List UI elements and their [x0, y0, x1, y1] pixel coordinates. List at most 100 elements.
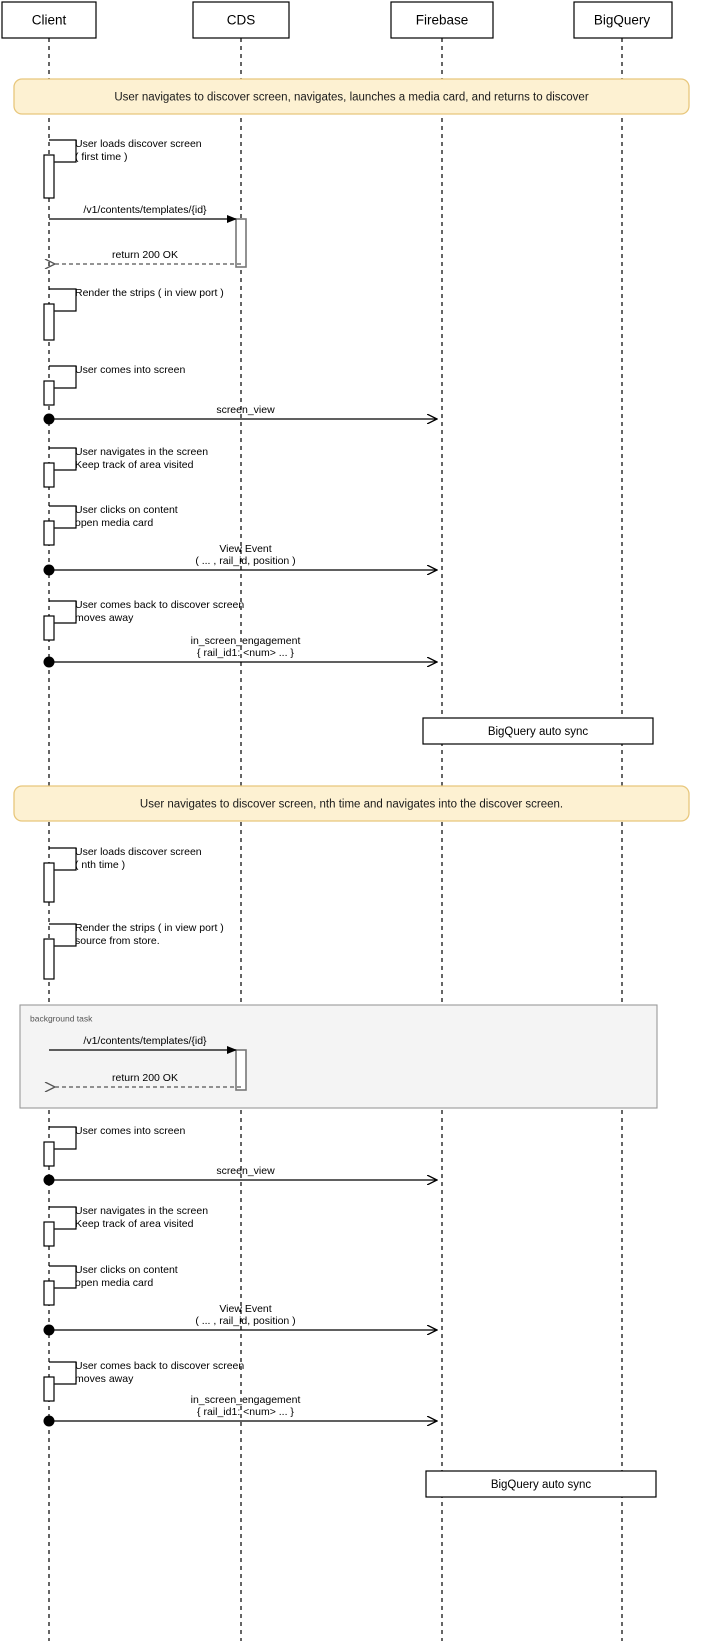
- activations-layer: User loads discover screen( first time )…: [43, 138, 247, 1402]
- msg-3: screen_view: [43, 404, 438, 425]
- sm-1-label-0: User loads discover screen: [75, 138, 202, 150]
- act-cds-2: [235, 1049, 247, 1091]
- sm-8: Render the strips ( in view port )source…: [43, 922, 224, 980]
- msg-5: in_screen_engagement{ rail_id1: <num> ..…: [43, 635, 438, 668]
- sm-11-activation: [43, 1280, 55, 1306]
- sm-9-activation: [43, 1141, 55, 1167]
- msg-3-label-0: screen_view: [216, 404, 275, 416]
- sm-7-label-0: User loads discover screen: [75, 846, 202, 858]
- sm-11-label-1: open media card: [75, 1277, 153, 1289]
- sm-10-label-1: Keep track of area visited: [75, 1218, 194, 1230]
- sm-8-activation: [43, 938, 55, 980]
- msg-10: in_screen_engagement{ rail_id1: <num> ..…: [43, 1394, 438, 1427]
- sm-8-label-0: Render the strips ( in view port ): [75, 922, 224, 934]
- sm-12-label-1: moves away: [75, 1373, 134, 1385]
- sm-5-activation: [43, 520, 55, 546]
- sm-2-loop: [46, 288, 77, 315]
- sm-4-label-0: User navigates in the screen: [75, 446, 208, 458]
- participant-box-bigquery: [573, 1, 673, 39]
- sm-9-label-0: User comes into screen: [75, 1125, 185, 1137]
- messages-layer: /v1/contents/templates/{id} return 200 OK…: [43, 204, 438, 1427]
- participant-box-cds: [192, 1, 290, 39]
- sync-box-1: [422, 717, 654, 745]
- participant-firebase: Firebase: [390, 1, 494, 39]
- msg-4-label-1: ( ... , rail_id, position ): [195, 555, 295, 567]
- participants-layer: Client CDS Firebase BigQuery: [1, 1, 673, 39]
- sync-box-2-label: BigQuery auto sync: [491, 1479, 592, 1491]
- msg-7: return 200 OK: [54, 1072, 241, 1087]
- sm-9-loop: [46, 1126, 77, 1153]
- sm-4-activation: [43, 462, 55, 488]
- frame-background-task: [19, 1004, 658, 1109]
- sm-2-activation: [43, 303, 55, 341]
- sm-9: User comes into screen: [43, 1125, 185, 1167]
- sm-12-activation: [43, 1376, 55, 1402]
- sm-7-activation: [43, 862, 55, 903]
- sm-11-loop: [46, 1265, 77, 1292]
- sm-3: User comes into screen: [43, 364, 185, 406]
- sm-7: User loads discover screen( nth time ): [43, 846, 202, 903]
- act-cds-1: [235, 218, 247, 268]
- msg-4: View Event( ... , rail_id, position ): [43, 543, 438, 576]
- sm-6-label-0: User comes back to discover screen: [75, 599, 244, 611]
- lifelines-layer: [48, 38, 623, 1641]
- sm-7-label-1: ( nth time ): [75, 859, 125, 871]
- participant-label-bigquery: BigQuery: [594, 13, 651, 28]
- msg-5-label-0: in_screen_engagement: [191, 635, 301, 647]
- participant-label-client: Client: [32, 13, 67, 28]
- msg-5-label-1: { rail_id1: <num> ... }: [197, 647, 294, 659]
- sm-5-loop: [46, 505, 77, 532]
- sm-1-activation: [43, 154, 55, 199]
- msg-4-label-0: View Event: [219, 543, 271, 555]
- sm-10-activation: [43, 1221, 55, 1247]
- msg-6-label-0: /v1/contents/templates/{id}: [83, 1035, 207, 1047]
- sm-1-label-1: ( first time ): [75, 151, 128, 163]
- sync-box-2: [425, 1470, 657, 1498]
- participant-label-firebase: Firebase: [416, 13, 469, 28]
- msg-9-label-1: ( ... , rail_id, position ): [195, 1315, 295, 1327]
- sm-12: User comes back to discover screenmoves …: [43, 1360, 244, 1402]
- note-section-2: [13, 785, 690, 822]
- sm-6: User comes back to discover screenmoves …: [43, 599, 244, 641]
- sm-2-label-0: Render the strips ( in view port ): [75, 287, 224, 299]
- frames-layer: background task: [19, 1004, 658, 1109]
- sm-4-loop: [46, 447, 77, 474]
- sm-12-loop: [46, 1361, 77, 1388]
- sync-box-1-label: BigQuery auto sync: [488, 726, 589, 738]
- msg-9: View Event( ... , rail_id, position ): [43, 1303, 438, 1336]
- sm-8-loop: [46, 923, 77, 950]
- note-section-1-label: User navigates to discover screen, navig…: [114, 92, 588, 104]
- sm-5-label-0: User clicks on content: [75, 504, 178, 516]
- sm-6-loop: [46, 600, 77, 627]
- msg-1-label-0: /v1/contents/templates/{id}: [83, 204, 207, 216]
- sm-4-label-1: Keep track of area visited: [75, 459, 194, 471]
- sm-1-loop: [46, 139, 77, 166]
- msg-2: return 200 OK: [54, 249, 241, 264]
- note-section-2-label: User navigates to discover screen, nth t…: [140, 799, 563, 811]
- msg-7-label-0: return 200 OK: [112, 1072, 178, 1084]
- sm-6-activation: [43, 615, 55, 641]
- msg-2-label-0: return 200 OK: [112, 249, 178, 261]
- sm-10-loop: [46, 1206, 77, 1233]
- msg-8: screen_view: [43, 1165, 438, 1186]
- sm-7-loop: [46, 847, 77, 874]
- msg-1: /v1/contents/templates/{id}: [49, 204, 237, 223]
- sm-3-activation: [43, 380, 55, 406]
- msg-9-label-0: View Event: [219, 1303, 271, 1315]
- msg-10-label-1: { rail_id1: <num> ... }: [197, 1406, 294, 1418]
- msg-8-label-0: screen_view: [216, 1165, 275, 1177]
- sm-6-label-1: moves away: [75, 612, 134, 624]
- participant-client: Client: [1, 1, 97, 39]
- sm-2: Render the strips ( in view port ): [43, 287, 224, 341]
- participant-cds: CDS: [192, 1, 290, 39]
- frame-background-task-label: background task: [30, 1013, 93, 1023]
- sm-1: User loads discover screen( first time ): [43, 138, 202, 199]
- sm-3-label-0: User comes into screen: [75, 364, 185, 376]
